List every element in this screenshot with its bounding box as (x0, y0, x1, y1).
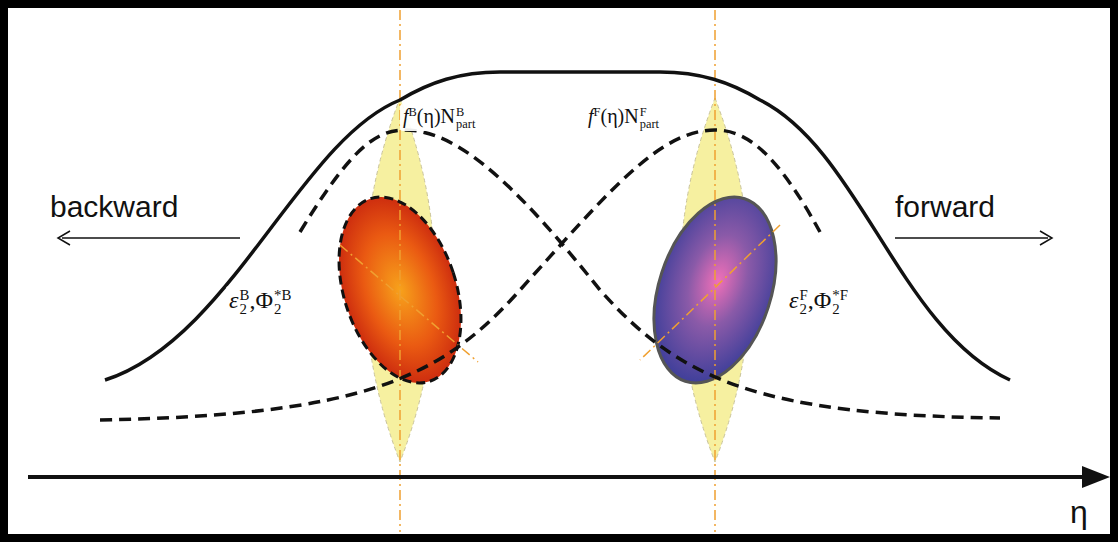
label-text: f (403, 105, 409, 127)
script-stack: B2 (239, 288, 249, 318)
label-text: ε (789, 287, 798, 313)
eccentricity-label: εF2,Φ*F2 (786, 286, 851, 317)
minor-axis (340, 245, 478, 362)
backward-arrowhead (58, 231, 70, 245)
label-text: B (239, 288, 249, 303)
label-text: part (456, 118, 475, 130)
panel (8, 8, 1110, 534)
direction-label: backward (50, 190, 178, 224)
label-text: part (640, 118, 659, 130)
script-stack: F2 (799, 288, 807, 318)
label-text: F (799, 288, 807, 303)
forward-arrow (895, 237, 1048, 239)
direction-label: forward (895, 190, 995, 224)
label-text: forward (895, 190, 995, 223)
label-text: f (588, 105, 594, 127)
label-text: F (594, 105, 601, 119)
script-stack: *B2 (274, 288, 291, 318)
label-text: B (409, 105, 417, 119)
label-text: 2 (239, 302, 249, 317)
minor-axis (640, 225, 780, 360)
label-text: ε (229, 287, 238, 313)
label-text: Φ (255, 287, 273, 313)
label-text: 2 (274, 302, 291, 317)
label-text: B (456, 106, 475, 118)
label-text: F (640, 106, 659, 118)
label-text: 2 (799, 302, 807, 317)
center-line (714, 10, 716, 532)
center-line (399, 10, 401, 532)
script-stack: Fpart (640, 106, 659, 131)
label-text: , (808, 287, 814, 313)
backward-arrow (62, 237, 240, 239)
label-text: *B (274, 288, 291, 303)
label-text: Φ (814, 287, 832, 313)
script-stack: *F2 (832, 288, 848, 318)
source-label: fB(η)NBpart (400, 104, 478, 131)
label-text: 2 (832, 302, 848, 317)
label-text: *F (832, 288, 848, 303)
source-label: fF(η)NFpart (585, 104, 662, 131)
axis-label: η (1070, 494, 1088, 531)
forward-arrowhead (1040, 231, 1052, 245)
label-text: , (249, 287, 255, 313)
total-distribution (105, 72, 1010, 380)
eccentricity-label: εB2,Φ*B2 (226, 286, 294, 317)
label-text: (η)N (417, 105, 455, 127)
label-text: backward (50, 190, 178, 223)
eta-axis (28, 475, 1090, 479)
label-text: (η)N (600, 105, 638, 127)
forward-source (100, 130, 820, 420)
label-text: η (1070, 494, 1088, 530)
script-stack: Bpart (456, 106, 475, 131)
axis-arrowhead (1082, 466, 1110, 488)
